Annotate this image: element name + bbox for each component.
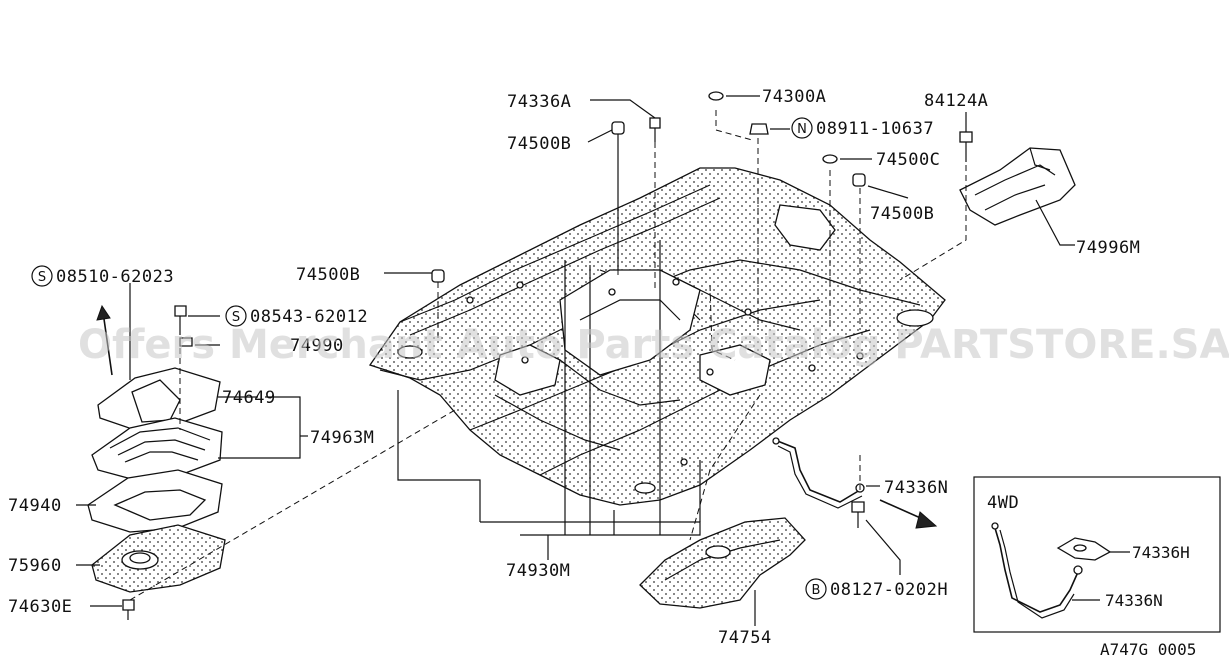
circle-s-letter-2: S — [232, 310, 240, 325]
label-74336n: 74336N — [884, 478, 948, 498]
circle-s-letter-1: S — [38, 270, 46, 285]
label-74336a: 74336A — [507, 92, 571, 112]
inset-title: 4WD — [987, 493, 1019, 513]
label-75960: 75960 — [8, 556, 62, 576]
shift-boot-stack — [87, 304, 226, 620]
floor-panel — [368, 167, 946, 506]
label-08127: 08127-0202H — [830, 580, 948, 600]
label-08510: 08510-62023 — [56, 267, 174, 287]
label-74963m: 74963M — [310, 428, 374, 448]
circle-n-marker — [791, 117, 813, 139]
circle-b-marker — [805, 578, 827, 600]
circle-b-letter: B — [812, 583, 821, 598]
label-84124a: 84124A — [924, 91, 988, 111]
inset-4wd: 4WD — [973, 476, 1221, 633]
label-74940: 74940 — [8, 496, 62, 516]
part-labels: 74336A 74300A 84124A 74500B N 08911-1063… — [8, 87, 1196, 659]
leader-lines — [76, 95, 1075, 626]
bracket-74996m — [959, 147, 1076, 226]
label-74500c: 74500C — [876, 150, 940, 170]
label-74930m: 74930M — [506, 561, 570, 581]
circle-n-letter: N — [797, 122, 807, 137]
label-74500b-top: 74500B — [507, 134, 571, 154]
label-74500b-right: 74500B — [870, 204, 934, 224]
bolt-08127 — [851, 501, 865, 528]
bracket-74336n — [772, 437, 865, 509]
label-74630e: 74630E — [8, 597, 72, 617]
label-74996m: 74996M — [1076, 238, 1140, 258]
inset-frame — [973, 476, 1221, 633]
fasteners-top — [431, 91, 973, 283]
label-74300a: 74300A — [762, 87, 826, 107]
direction-arrow — [879, 499, 938, 529]
label-74500b-left: 74500B — [296, 265, 360, 285]
label-74649: 74649 — [222, 388, 276, 408]
assembly-dashed-lines — [129, 110, 967, 601]
label-74990: 74990 — [290, 336, 344, 356]
cover-74754 — [639, 517, 806, 609]
label-08911: 08911-10637 — [816, 119, 934, 139]
label-74336n-inset: 74336N — [1105, 591, 1163, 610]
label-74336h: 74336H — [1132, 543, 1190, 562]
circle-s-marker-2 — [225, 305, 247, 327]
circle-s-marker-1 — [31, 265, 53, 287]
diagram-code: A747G 0005 — [1100, 640, 1196, 659]
label-08543: 08543-62012 — [250, 307, 368, 327]
label-74754: 74754 — [718, 628, 772, 648]
watermark: Offers Merchant Auto Parts Catalog PARTS… — [78, 322, 1229, 368]
